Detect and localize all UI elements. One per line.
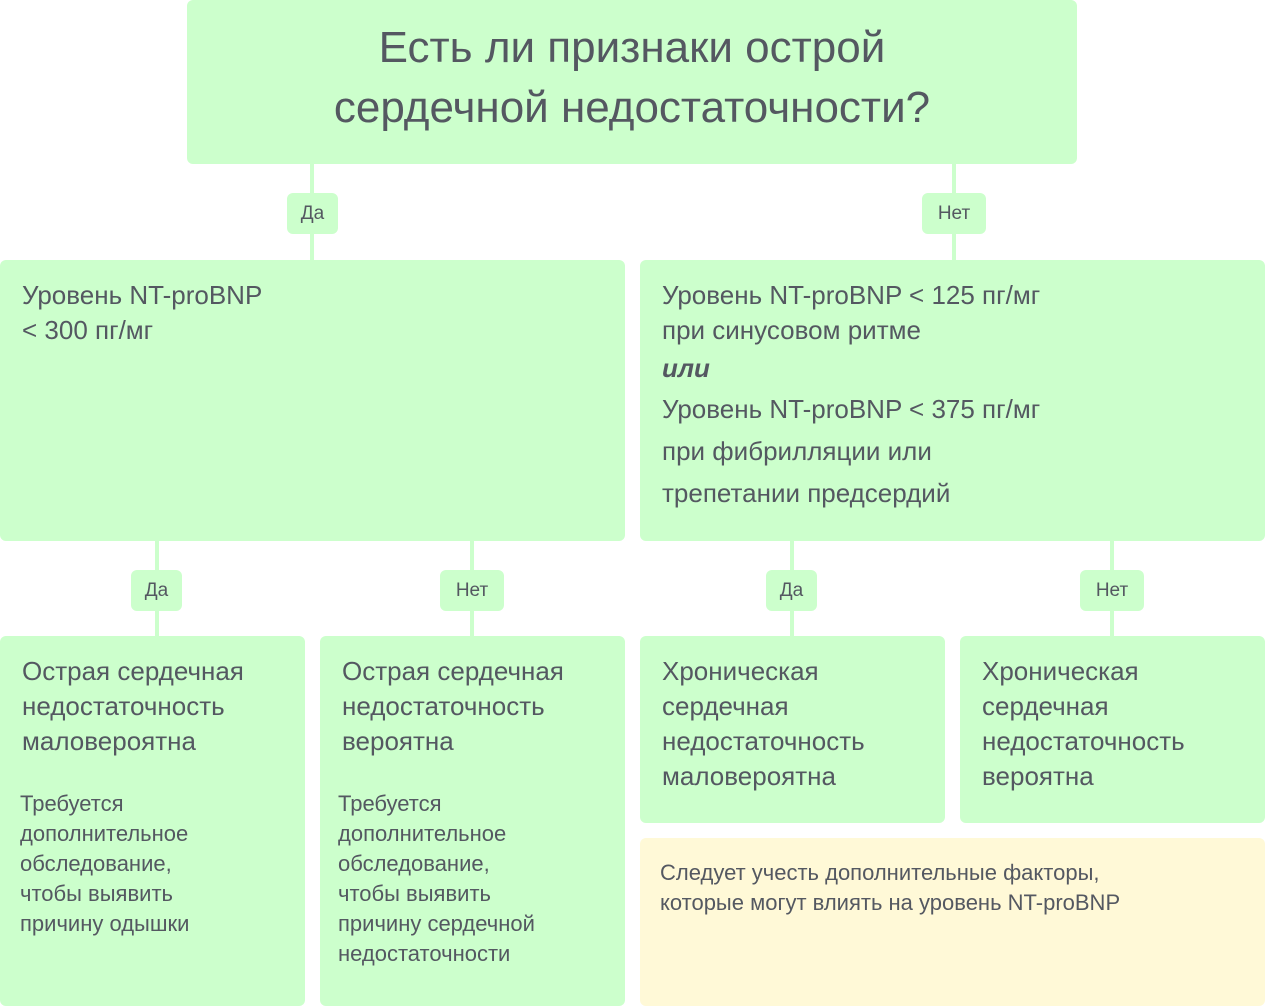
outcome-title: маловероятна	[22, 726, 196, 756]
outcome-title: сердечная	[662, 691, 789, 721]
outcome-note: дополнительное	[338, 821, 507, 846]
question-line1: Есть ли признаки острой	[378, 23, 886, 72]
outcome-title: Острая сердечная	[22, 656, 244, 686]
criterion-text: трепетании предсердий	[662, 478, 951, 508]
footnote-text: которые могут влиять на уровень NT-proBN…	[660, 890, 1121, 915]
left-criterion-box: Уровень NT-proBNP < 300 пг/мг	[0, 260, 625, 541]
criterion-text: при синусовом ритме	[662, 315, 921, 345]
outcome-title: Хроническая	[662, 656, 819, 686]
outcome-title: Хроническая	[982, 656, 1139, 686]
criterion-text: Уровень NT-proBNP	[22, 280, 263, 310]
label-yes: Да	[287, 193, 338, 234]
outcome-note: Требуется	[338, 791, 442, 816]
outcome-note: недостаточности	[338, 941, 511, 966]
criterion-text: Уровень NT-proBNP < 375 пг/мг	[662, 394, 1041, 424]
outcome-title: недостаточность	[342, 691, 545, 721]
or-text: или	[662, 353, 710, 383]
criterion-text: при фибрилляции или	[662, 436, 932, 466]
footnote-text: Следует учесть дополнительные факторы,	[660, 860, 1100, 885]
outcome-note: причину сердечной	[338, 911, 535, 936]
outcome-title: недостаточность	[982, 726, 1185, 756]
outcome-note: Требуется	[20, 791, 124, 816]
outcome-title: вероятна	[982, 761, 1094, 791]
outcome-note: причину одышки	[20, 911, 190, 936]
outcome-note: обследование,	[20, 851, 172, 876]
outcome-note: дополнительное	[20, 821, 189, 846]
label-no: Нет	[1080, 570, 1144, 611]
label-no: Нет	[440, 570, 504, 611]
outcome-title: недостаточность	[22, 691, 225, 721]
right-criterion-box: Уровень NT-proBNP < 125 пг/мг при синусо…	[640, 260, 1265, 541]
question-line2: сердечной недостаточности?	[333, 83, 931, 132]
outcome-box: Хроническая сердечная недостаточность вероя…	[960, 636, 1265, 823]
outcome-box: Острая сердечная недостаточность маловероя…	[0, 636, 305, 1006]
criterion-text: Уровень NT-proBNP < 125 пг/мг	[662, 280, 1041, 310]
outcome-title: недостаточность	[662, 726, 865, 756]
outcome-title: вероятна	[342, 726, 454, 756]
outcome-box: Хроническая сердечная недостаточность малов…	[640, 636, 945, 823]
label-yes: Да	[131, 570, 182, 611]
outcome-title: сердечная	[982, 691, 1109, 721]
criterion-text: < 300 пг/мг	[22, 315, 154, 345]
label-yes: Да	[766, 570, 817, 611]
outcome-note: обследование,	[338, 851, 490, 876]
outcome-note: чтобы выявить	[20, 881, 173, 906]
question-box: Есть ли признаки острой сердечной недост…	[187, 0, 1077, 164]
outcome-title: маловероятна	[662, 761, 836, 791]
label-no: Нет	[922, 193, 986, 234]
outcome-title: Острая сердечная	[342, 656, 564, 686]
outcome-note: чтобы выявить	[338, 881, 491, 906]
footnote-box: Следует учесть дополнительные факторы, ко…	[640, 838, 1265, 1006]
